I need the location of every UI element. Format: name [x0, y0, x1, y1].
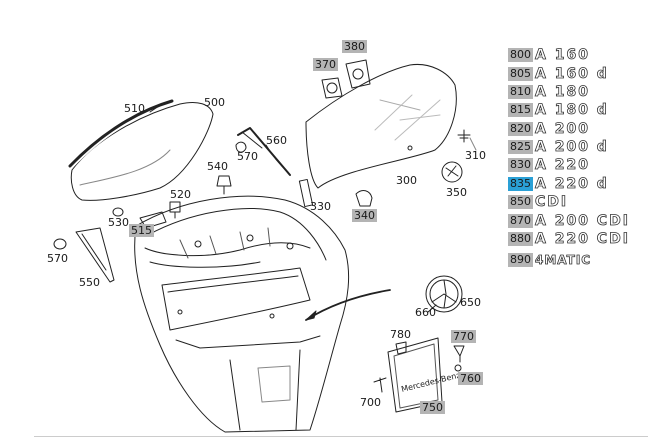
- callout-650: 650: [460, 296, 481, 309]
- legend-row[interactable]: 810 A 180: [508, 84, 590, 100]
- callout-660: 660: [415, 306, 436, 319]
- legend-row[interactable]: 870 A 200 CDI: [508, 213, 630, 229]
- legend-row[interactable]: 825 A 200 d: [508, 139, 609, 155]
- model-badge-label: 4MATIC: [535, 253, 592, 268]
- star-emblem-part: [425, 275, 463, 313]
- legend-part-number: 890: [508, 253, 533, 267]
- callout-350: 350: [446, 186, 467, 199]
- model-badge-label: A 220 CDI: [535, 231, 630, 248]
- model-badge-label: A 180 d: [535, 102, 609, 119]
- spoiler-seal-part: [68, 99, 174, 168]
- callout-760: 760: [458, 372, 483, 385]
- tailgate-part: [134, 195, 350, 433]
- legend-row[interactable]: 800 A 160: [508, 47, 590, 63]
- callout-310: 310: [465, 149, 486, 162]
- legend-row[interactable]: 815 A 180 d: [508, 102, 609, 118]
- legend-part-number: 805: [508, 67, 533, 81]
- rear-spoiler-part: [70, 101, 214, 201]
- callout-380: 380: [342, 40, 367, 53]
- rear-window-part: [305, 63, 457, 189]
- callout-560: 560: [266, 134, 287, 147]
- plate-brand-text: Mercedes-Benz: [400, 371, 461, 394]
- callout-330: 330: [310, 200, 331, 213]
- legend-part-number: 880: [508, 232, 533, 246]
- legend-part-number: 835: [508, 177, 533, 191]
- callout-540: 540: [207, 160, 228, 173]
- callout-530: 530: [108, 216, 129, 229]
- model-badge-label: CDI: [535, 194, 569, 211]
- callout-510: 510: [124, 102, 145, 115]
- model-badge-label: A 220: [535, 157, 590, 174]
- legend-row[interactable]: 880 A 220 CDI: [508, 231, 630, 247]
- legend-row[interactable]: 820 A 200: [508, 121, 590, 137]
- legend-row-selected[interactable]: 835 A 220 d: [508, 176, 609, 192]
- legend-part-number: 825: [508, 140, 533, 154]
- legend-row[interactable]: 830 A 220: [508, 157, 590, 173]
- legend-part-number: 810: [508, 85, 533, 99]
- callout-520: 520: [170, 188, 191, 201]
- callout-570-left: 570: [47, 252, 68, 265]
- legend-part-number: 820: [508, 122, 533, 136]
- callout-500: 500: [204, 96, 225, 109]
- callout-515: 515: [129, 224, 154, 237]
- model-badge-label: A 160 d: [535, 66, 609, 83]
- legend-row[interactable]: 890 4MATIC: [508, 252, 591, 268]
- model-badge-label: A 220 d: [535, 176, 609, 193]
- callout-700: 700: [360, 396, 381, 409]
- callout-550: 550: [79, 276, 100, 289]
- callout-300: 300: [396, 174, 417, 187]
- assembly-arrow: [305, 289, 391, 321]
- bottom-divider: [34, 436, 648, 437]
- callout-570-wiper: 570: [237, 150, 258, 163]
- callout-340: 340: [352, 209, 377, 222]
- callout-370: 370: [313, 58, 338, 71]
- legend-part-number: 830: [508, 158, 533, 172]
- legend-part-number: 800: [508, 48, 533, 62]
- callout-770: 770: [451, 330, 476, 343]
- legend-row[interactable]: 850 CDI: [508, 194, 568, 210]
- model-badge-label: A 160: [535, 47, 590, 64]
- legend-part-number: 870: [508, 214, 533, 228]
- callout-750: 750: [420, 401, 445, 414]
- legend-part-number: 815: [508, 103, 533, 117]
- model-badge-label: A 180: [535, 84, 590, 101]
- callout-780: 780: [390, 328, 411, 341]
- model-badge-label: A 200 d: [535, 139, 609, 156]
- legend-part-number: 850: [508, 195, 533, 209]
- legend-row[interactable]: 805 A 160 d: [508, 66, 609, 82]
- model-badge-label: A 200 CDI: [535, 213, 630, 230]
- model-badge-label: A 200: [535, 121, 590, 138]
